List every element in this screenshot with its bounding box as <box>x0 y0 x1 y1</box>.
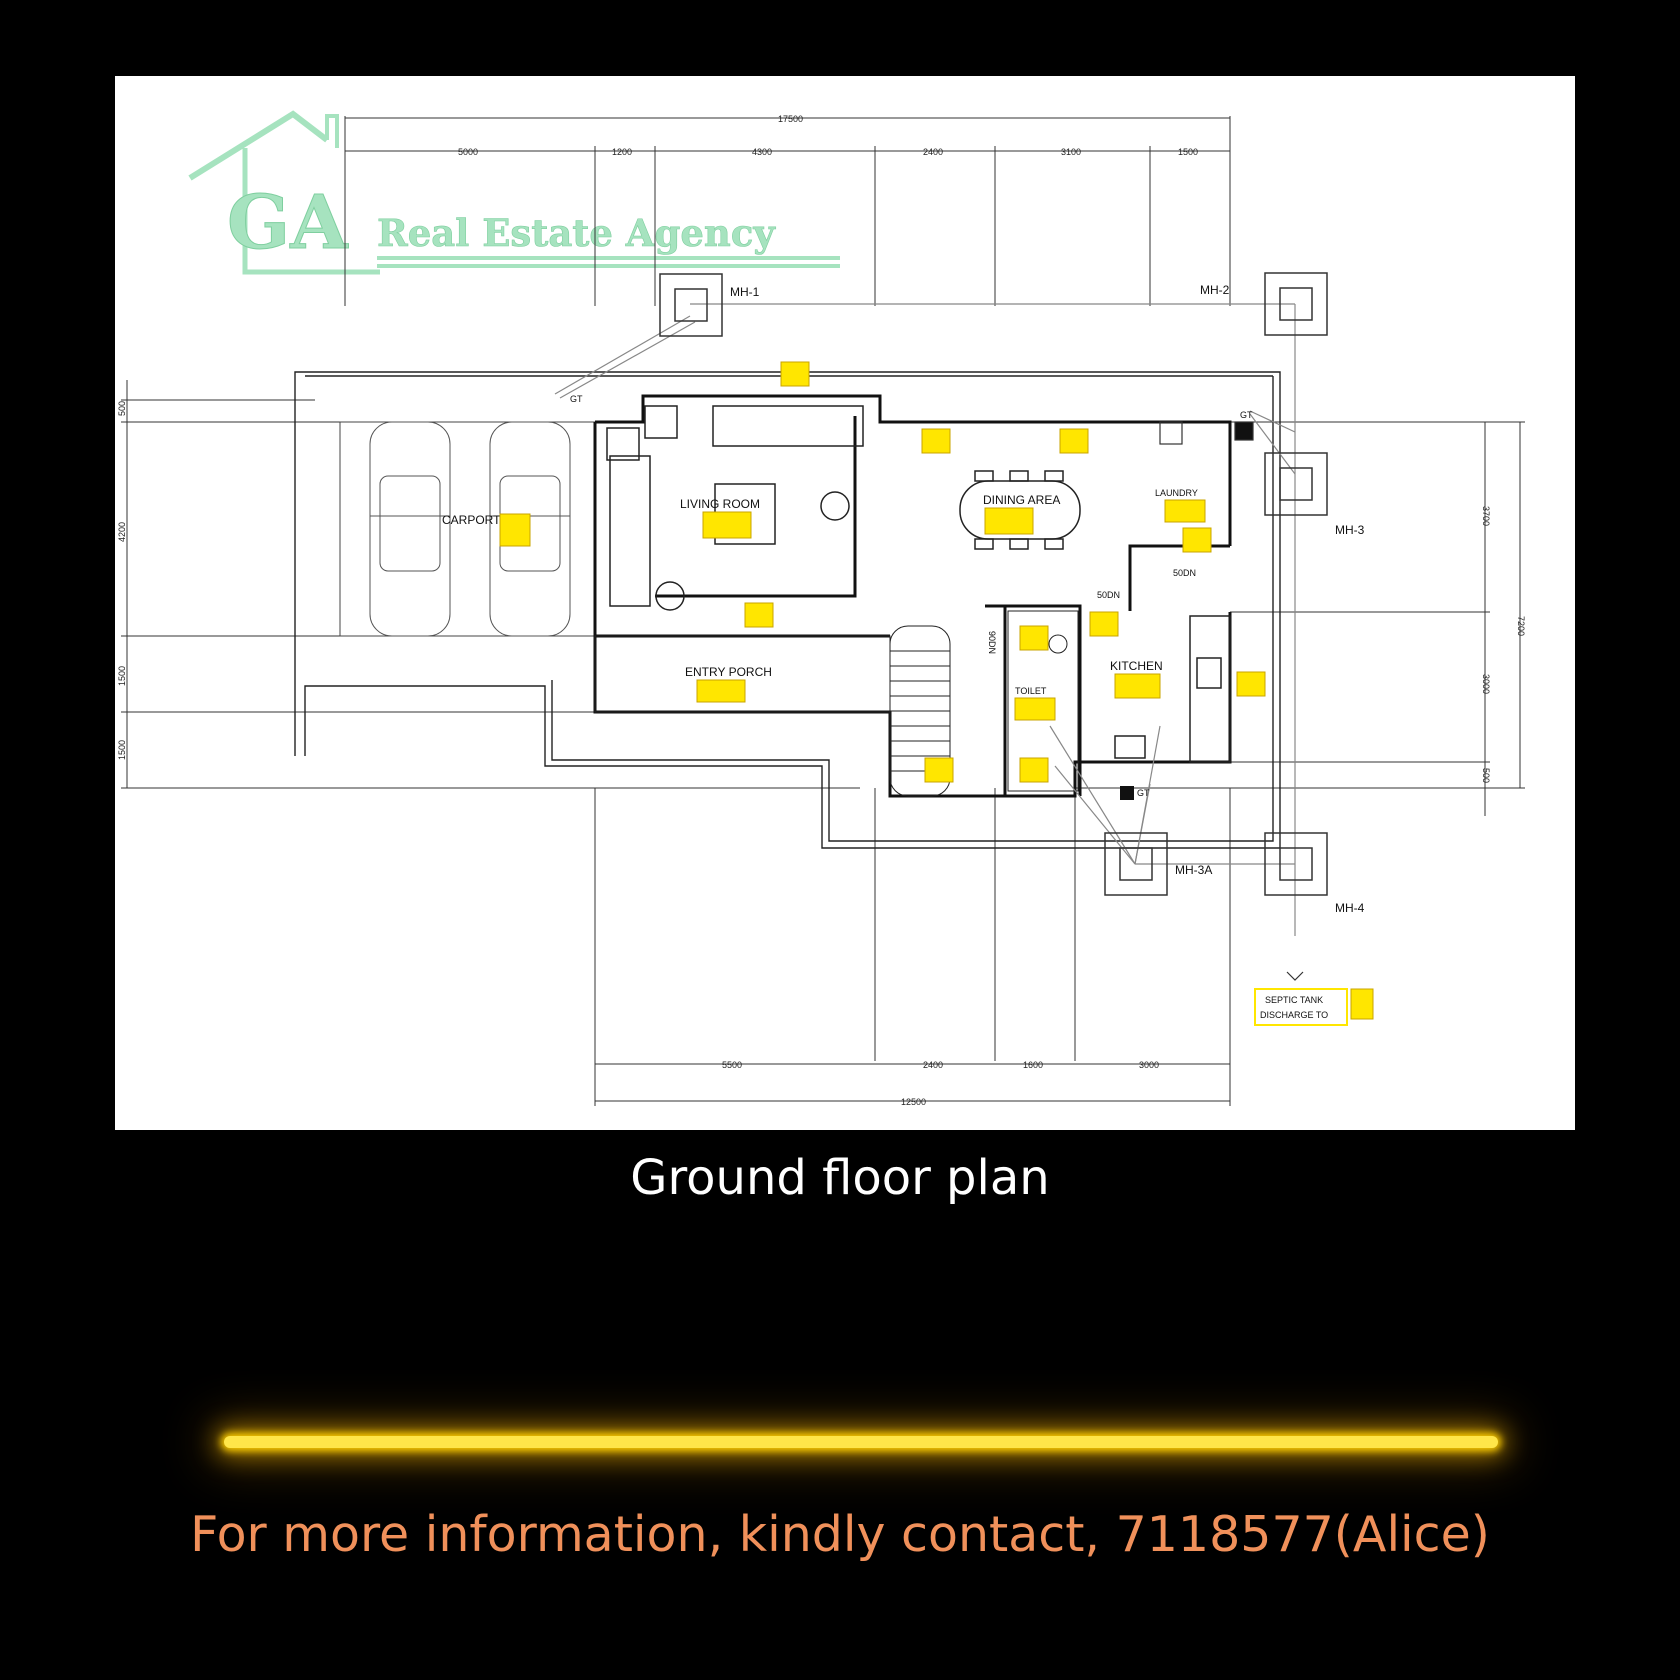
dim-left: 4200 <box>117 522 127 542</box>
gully-trap-icon <box>1120 786 1134 800</box>
top-dimensions <box>344 116 1231 306</box>
dim-left: 500 <box>117 401 127 416</box>
annotation-note-icon <box>696 679 746 703</box>
manhole-mh3a: MH-3A <box>1104 832 1212 896</box>
dim-top-seg: 4300 <box>752 147 772 157</box>
window-note-markers <box>744 361 1266 783</box>
discharge-arrow-icon <box>1286 971 1304 981</box>
dim-left: 1500 <box>117 666 127 686</box>
manhole-label: MH-2 <box>1200 283 1230 297</box>
down-pipe-label: 90DN <box>987 631 997 654</box>
laundry-fixtures <box>1159 421 1254 445</box>
manhole-mh2: MH-2 <box>1200 272 1328 336</box>
dim-top-seg: 1200 <box>612 147 632 157</box>
living-room-furniture <box>606 405 864 611</box>
glowing-divider <box>224 1436 1498 1448</box>
bottom-dimensions <box>594 788 1231 1106</box>
dim-top-seg: 5000 <box>458 147 478 157</box>
annotation-note-icon <box>1350 988 1374 1020</box>
plan-caption: Ground floor plan <box>630 1150 1050 1206</box>
staircase <box>889 625 951 797</box>
dim-right: 3700 <box>1481 506 1491 526</box>
manhole-label: MH-3A <box>1175 863 1212 877</box>
room-label-living-room: LIVING ROOM <box>680 497 760 511</box>
gully-trap-label: GT <box>1137 788 1150 798</box>
dim-bottom-seg: 5500 <box>722 1060 742 1070</box>
room-label-kitchen: KITCHEN <box>1110 659 1163 673</box>
dim-right: 500 <box>1481 768 1491 783</box>
annotation-note-icon <box>702 511 752 539</box>
car-icon <box>369 421 451 637</box>
dim-bottom-overall: 12500 <box>901 1097 926 1107</box>
logo-initials: GA <box>227 180 349 266</box>
manhole-mh1: MH-1 <box>659 273 760 337</box>
manhole-mh3: MH-3 <box>1264 452 1365 537</box>
dim-bottom-seg: 3000 <box>1139 1060 1159 1070</box>
dim-bottom-seg: 1600 <box>1023 1060 1043 1070</box>
down-pipe-label: 50DN <box>1097 590 1120 600</box>
annotation-note-icon <box>1014 697 1056 721</box>
floor-plan-drawing: GA Real Estate Agency 17500 5000 1200 43… <box>117 110 1526 1107</box>
dim-top-seg: 1500 <box>1178 147 1198 157</box>
drainage-boundary <box>294 371 1281 849</box>
room-label-entry-porch: ENTRY PORCH <box>685 665 772 679</box>
floor-plan-panel: GA Real Estate Agency 17500 5000 1200 43… <box>115 76 1575 1130</box>
manhole-mh4: MH-4 <box>1264 832 1365 915</box>
down-pipe-label: 50DN <box>1173 568 1196 578</box>
gully-trap-label: GT <box>1240 410 1253 420</box>
annotation-note-icon <box>984 507 1034 535</box>
gully-trap-label: GT <box>570 394 583 404</box>
contact-info: For more information, kindly contact, 71… <box>190 1506 1490 1563</box>
right-dimensions <box>1075 421 1525 816</box>
dining-table <box>959 470 1081 550</box>
kitchen-counter <box>1114 615 1231 763</box>
room-label-toilet: TOILET <box>1015 686 1047 696</box>
manhole-label: MH-3 <box>1335 523 1365 537</box>
toilet-room <box>1007 610 1079 792</box>
drain-pipes <box>554 303 1296 936</box>
manhole-label: MH-4 <box>1335 901 1365 915</box>
dim-top-overall: 17500 <box>778 114 803 124</box>
carport: CARPORT <box>339 421 596 637</box>
logo-name: Real Estate Agency <box>377 211 776 255</box>
annotation-note-icon <box>499 513 531 547</box>
manhole-label: MH-1 <box>730 285 760 299</box>
septic-label-line2: DISCHARGE TO <box>1260 1010 1328 1020</box>
septic-label-box <box>1254 988 1348 1026</box>
room-label-laundry: LAUNDRY <box>1155 488 1198 498</box>
dim-bottom-seg: 2400 <box>923 1060 943 1070</box>
dim-top-seg: 2400 <box>923 147 943 157</box>
dim-left: 1500 <box>117 740 127 760</box>
dim-right-overall: 7200 <box>1516 616 1526 636</box>
agency-logo: GA Real Estate Agency <box>188 110 840 275</box>
washbasin-icon <box>1048 634 1068 654</box>
annotation-note-icon <box>1114 673 1161 699</box>
annotation-note-icon <box>1164 499 1206 523</box>
room-label-dining-area: DINING AREA <box>983 493 1060 507</box>
dim-right: 3000 <box>1481 674 1491 694</box>
septic-label-line1: SEPTIC TANK <box>1265 995 1323 1005</box>
room-label-carport: CARPORT <box>442 513 501 527</box>
dim-top-seg: 3100 <box>1061 147 1081 157</box>
